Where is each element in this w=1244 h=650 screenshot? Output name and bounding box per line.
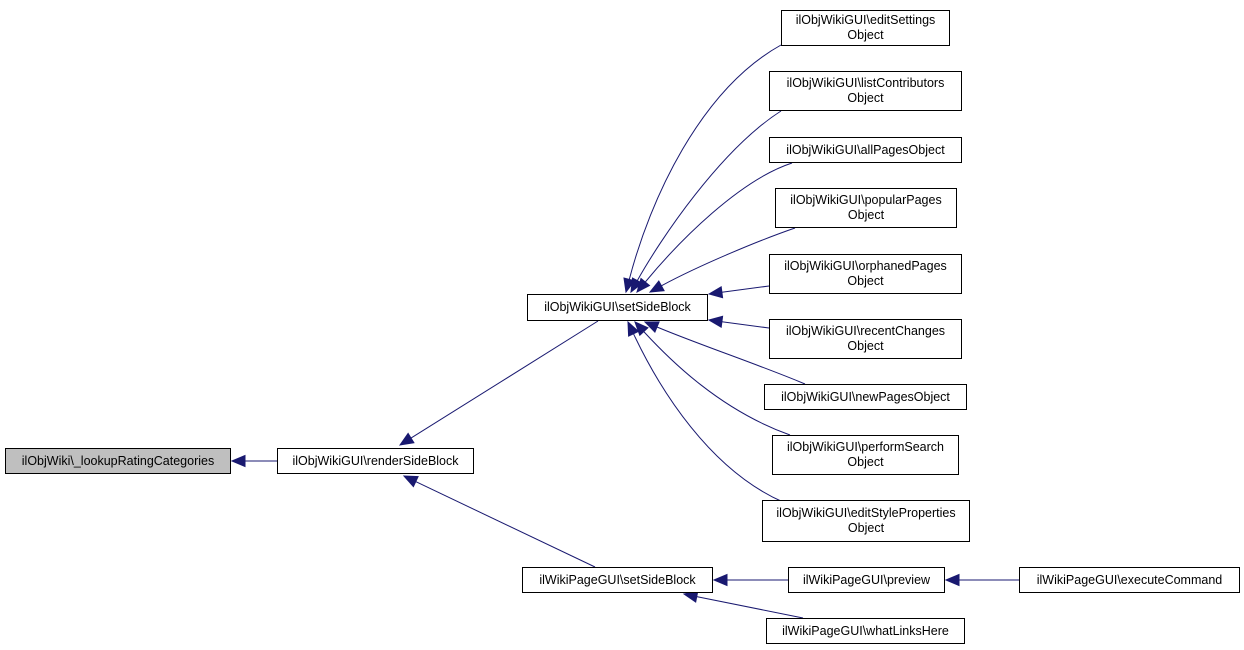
node-label: ilObjWiki\_lookupRatingCategories (21, 453, 215, 468)
node-label: Object (847, 28, 884, 42)
arrowhead-popularPages-to-objSetSideBlock (648, 280, 665, 293)
arrowhead-orphanedPages-to-objSetSideBlock (707, 285, 724, 299)
arrowhead-editStyleProperties-to-objSetSideBlock (627, 320, 640, 337)
node-lookup[interactable]: ilObjWiki\_lookupRatingCategories (5, 448, 231, 474)
node-label: Object (847, 339, 884, 353)
node-label: ilObjWikiGUI\allPagesObject (786, 142, 945, 157)
node-label: ilObjWikiGUI\performSearch (787, 440, 944, 454)
node-label: ilWikiPageGUI\executeCommand (1036, 572, 1223, 587)
arrowhead-newPages-to-objSetSideBlock (643, 321, 660, 333)
node-label: ilObjWikiGUI\recentChanges (785, 324, 946, 338)
node-executeCommand[interactable]: ilWikiPageGUI\executeCommand (1019, 567, 1240, 593)
node-preview[interactable]: ilWikiPageGUI\preview (788, 567, 945, 593)
node-label: Object (847, 208, 885, 222)
node-newPages[interactable]: ilObjWikiGUI\newPagesObject (764, 384, 967, 410)
node-whatLinksHere[interactable]: ilWikiPageGUI\whatLinksHere (766, 618, 965, 644)
edge-listContributors-to-objSetSideBlock (636, 110, 782, 281)
edge-objSetSideBlock-to-renderSideBlock (410, 320, 599, 439)
node-pageSetSideBlock[interactable]: ilWikiPageGUI\setSideBlock (522, 567, 713, 593)
node-label: Object (847, 91, 884, 105)
arrowhead-recentChanges-to-objSetSideBlock (707, 315, 724, 329)
node-allPages[interactable]: ilObjWikiGUI\allPagesObject (769, 137, 962, 163)
edge-whatLinksHere-to-pageSetSideBlock (696, 596, 804, 619)
edge-performSearch-to-objSetSideBlock (643, 331, 791, 436)
node-label: Object (847, 274, 884, 288)
node-label: Object (847, 455, 884, 469)
edge-editSettings-to-objSetSideBlock (628, 44, 782, 280)
node-label: ilObjWikiGUI\editSettings (795, 13, 936, 27)
node-label: ilObjWikiGUI\popularPages (790, 193, 942, 207)
edge-allPages-to-objSetSideBlock (644, 162, 793, 283)
node-label: ilObjWikiGUI\renderSideBlock (292, 453, 459, 468)
arrowhead-renderSideBlock-to-lookup (230, 454, 246, 468)
edge-newPages-to-objSetSideBlock (656, 326, 806, 385)
node-label: ilObjWikiGUI\newPagesObject (781, 389, 950, 404)
arrowhead-performSearch-to-objSetSideBlock (634, 321, 649, 337)
edge-recentChanges-to-objSetSideBlock (721, 321, 770, 329)
edge-editStyleProperties-to-objSetSideBlock (633, 333, 784, 503)
node-renderSideBlock[interactable]: ilObjWikiGUI\renderSideBlock (277, 448, 474, 474)
node-label: ilWikiPageGUI\whatLinksHere (782, 623, 949, 638)
edge-popularPages-to-objSetSideBlock (661, 227, 796, 287)
arrowhead-executeCommand-to-preview (944, 573, 960, 587)
arrowhead-objSetSideBlock-to-renderSideBlock (398, 432, 415, 446)
node-objSetSideBlock[interactable]: ilObjWikiGUI\setSideBlock (527, 294, 708, 321)
arrowhead-allPages-to-objSetSideBlock (636, 277, 651, 293)
node-label: ilObjWikiGUI\setSideBlock (544, 300, 691, 314)
node-label: ilObjWikiGUI\orphanedPages (784, 259, 947, 273)
arrowhead-preview-to-pageSetSideBlock (712, 573, 728, 587)
node-label: ilObjWikiGUI\editStyleProperties (776, 506, 956, 520)
node-label: ilWikiPageGUI\preview (802, 572, 931, 587)
arrowhead-listContributors-to-objSetSideBlock (630, 277, 644, 294)
node-label: ilObjWikiGUI\listContributors (786, 76, 945, 90)
node-label: ilWikiPageGUI\setSideBlock (539, 572, 696, 587)
arrowhead-pageSetSideBlock-to-renderSideBlock (402, 475, 419, 488)
edge-pageSetSideBlock-to-renderSideBlock (415, 481, 596, 568)
edge-orphanedPages-to-objSetSideBlock (721, 285, 770, 293)
node-label: Object (847, 521, 885, 535)
